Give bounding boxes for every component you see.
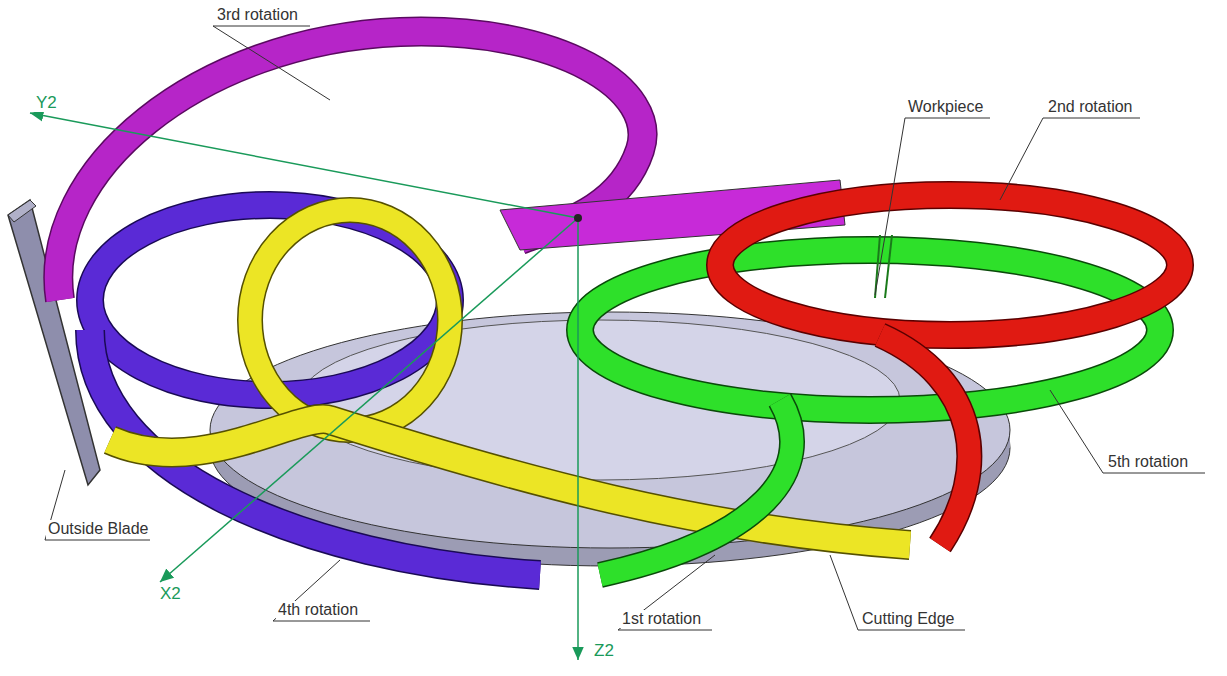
part-label: 1st rotation bbox=[620, 610, 703, 628]
axis-label: Z2 bbox=[592, 642, 616, 660]
leader-lines bbox=[45, 26, 1205, 630]
part-label: 5th rotation bbox=[1106, 453, 1190, 471]
coordinate-axes bbox=[30, 113, 582, 660]
axis-label: Y2 bbox=[34, 94, 59, 112]
rotation-band bbox=[58, 32, 642, 300]
part-label: 2nd rotation bbox=[1046, 98, 1135, 116]
part-label: 3rd rotation bbox=[215, 6, 300, 24]
part-label: 4th rotation bbox=[276, 601, 360, 619]
part-label: Workpiece bbox=[906, 98, 985, 116]
rotation-band bbox=[720, 195, 1180, 335]
part-label: Cutting Edge bbox=[860, 610, 957, 628]
rotation-band bbox=[250, 210, 450, 430]
axis-label: X2 bbox=[158, 585, 183, 603]
part-label: Outside Blade bbox=[46, 520, 151, 538]
